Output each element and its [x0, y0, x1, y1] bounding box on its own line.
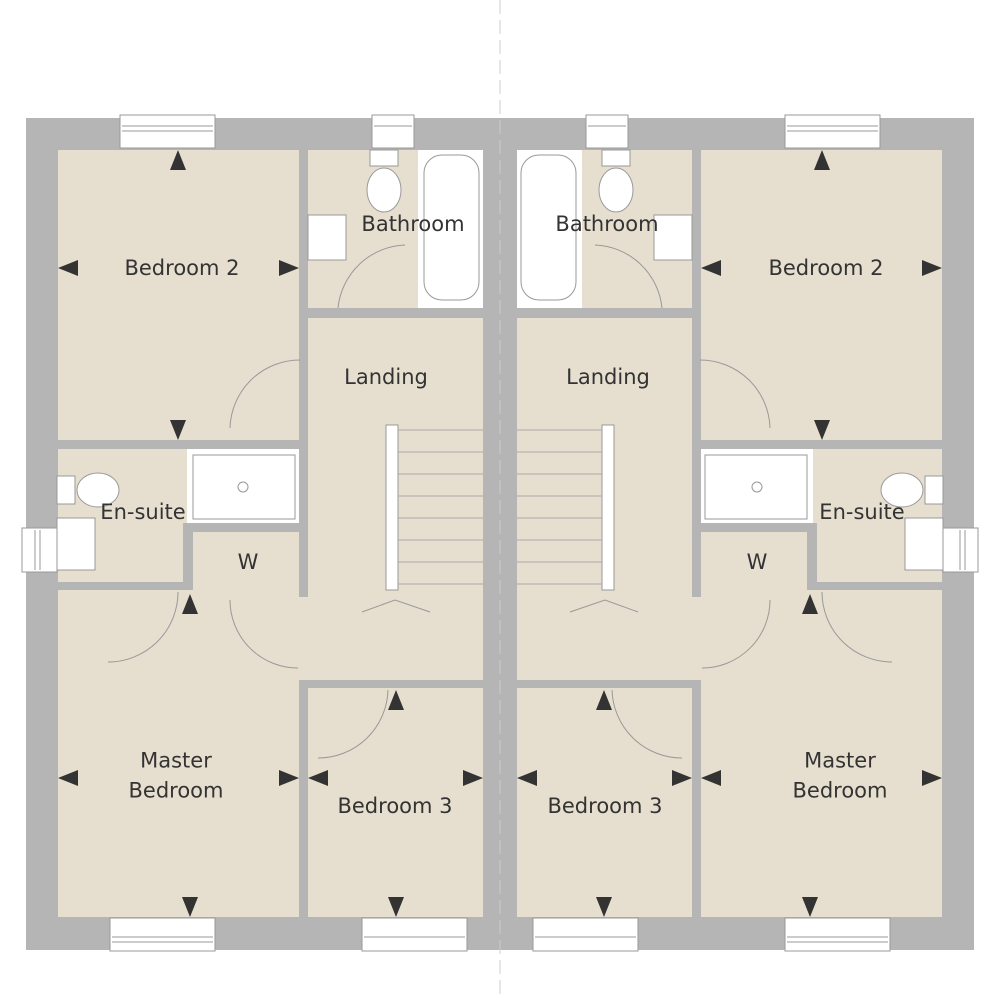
room-label-landing-left: Landing [344, 364, 428, 389]
room-label-landing-right: Landing [566, 364, 650, 389]
room-label-bedroom2-left: Bedroom 2 [124, 255, 240, 280]
room-label-master-left: Master Bedroom [128, 748, 224, 803]
right-unit-plan [499, 114, 979, 952]
room-label-bedroom3-right: Bedroom 3 [547, 793, 663, 818]
room-label-bedroom2-right: Bedroom 2 [768, 255, 884, 280]
room-label-bedroom3-left: Bedroom 3 [337, 793, 453, 818]
room-label-ensuite-left: En-suite [100, 499, 186, 524]
room-label-bathroom-left: Bathroom [361, 211, 465, 236]
room-label-master-right: Master Bedroom [792, 748, 888, 803]
left-unit-plan [21, 114, 501, 952]
room-label-wardrobe-right: W [746, 549, 768, 574]
room-label-ensuite-right: En-suite [819, 499, 905, 524]
room-label-wardrobe-left: W [237, 549, 259, 574]
room-label-bathroom-right: Bathroom [555, 211, 659, 236]
